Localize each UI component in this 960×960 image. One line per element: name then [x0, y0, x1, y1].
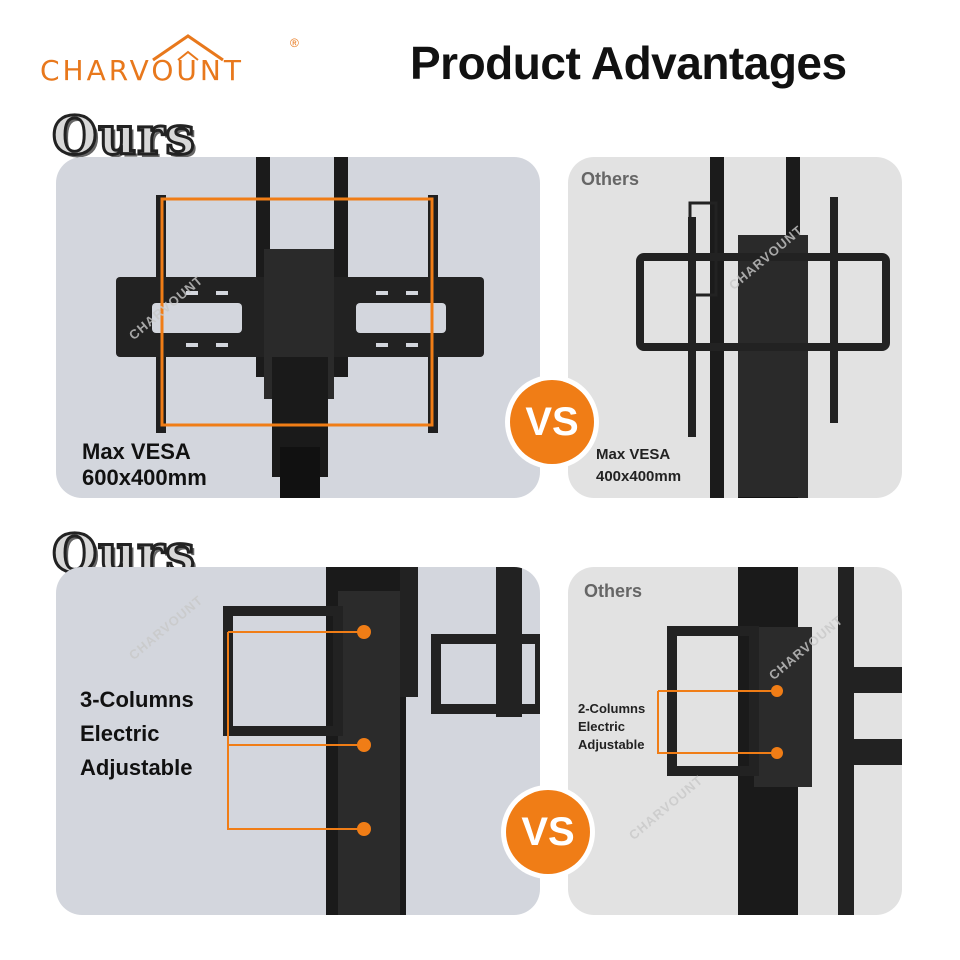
vs-badge-top: VS [510, 380, 594, 464]
logo-text: CHARVOUNT [40, 54, 244, 87]
ours-vesa-caption-line2: 600x400mm [82, 465, 207, 490]
others-columns-caption-line1: 2-Columns [578, 701, 646, 716]
others-vesa-caption-line1: Max VESA [596, 446, 671, 463]
ours-vesa-panel: Max VESA 600x400mm [56, 157, 540, 498]
vs-badge-bottom: VS [506, 790, 590, 874]
ours-columns-panel: 3-Columns Electric Adjustable [56, 567, 540, 915]
others-vesa-caption-line2: 400x400mm [596, 468, 682, 485]
others-columns-illustration [657, 567, 902, 915]
others-mount-illustration [636, 157, 890, 498]
brand-logo: CHARVOUNT ® [40, 30, 310, 90]
ours-mount-illustration [116, 157, 484, 498]
others-vesa-panel: Others Max VESA 400x400mm [568, 157, 902, 498]
others-label-top: Others [581, 169, 640, 189]
ours-columns-caption-line3: Adjustable [80, 755, 193, 780]
page-title: Product Advantages [410, 37, 847, 89]
roof-logo-icon [152, 34, 224, 62]
registered-mark: ® [290, 36, 299, 50]
ours-columns-caption-line2: Electric [80, 721, 160, 746]
others-columns-panel: Others 2-Columns Electric Adjustable [568, 567, 902, 915]
others-columns-caption-line2: Electric [578, 719, 625, 734]
ours-vesa-caption-line1: Max VESA [82, 439, 191, 464]
others-columns-caption-line3: Adjustable [578, 737, 645, 752]
others-label-bottom: Others [584, 581, 643, 601]
ours-columns-caption-line1: 3-Columns [80, 687, 194, 712]
ours-columns-illustration [223, 567, 540, 915]
